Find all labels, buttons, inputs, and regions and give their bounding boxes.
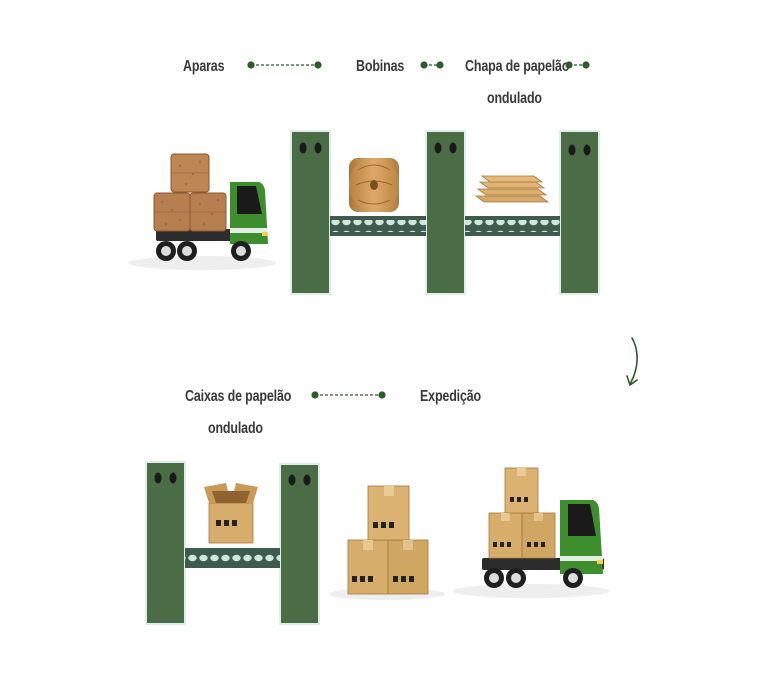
truck-shadow [453,584,609,598]
conveyor-belt [465,216,560,236]
label-bobinas: Bobinas [356,58,405,75]
connector-bobinas-chapa [420,61,444,69]
wheel [156,241,176,261]
machine-pillar [559,130,600,295]
bale-icon [153,153,227,232]
wheel [506,568,526,588]
curved-arrow-icon [626,337,638,387]
cardboard-box-icon [204,483,258,544]
machine-pillar [145,461,186,625]
wheel [231,241,251,261]
wheel [177,241,197,261]
truck-icon [482,500,604,588]
machine-pillar [279,463,320,625]
machine-pillar [290,130,331,295]
wheel [563,568,583,588]
label-chapa-line2: ondulado [487,90,542,107]
machine-pillar [425,130,466,295]
paper-roll-icon [349,158,399,212]
cardboard-box-icon [488,467,556,559]
label-chapa-line1: Chapa de papelão [465,58,570,75]
label-caixas-line1: Caixas de papelão [185,388,292,405]
truck-shadow [128,256,276,270]
conveyor-belt [330,216,426,236]
corrugated-sheet-icon [474,175,550,203]
label-aparas: Aparas [183,58,225,75]
wheel [484,568,504,588]
truck-icon [156,182,268,261]
cardboard-box-icon [347,485,429,595]
connector-aparas-bobinas [247,61,322,69]
connector-caixas-expedicao [311,391,386,399]
connector-chapa-next [565,61,590,69]
conveyor-belt [185,548,280,568]
label-caixas-line2: ondulado [208,420,263,437]
label-expedicao: Expedição [420,388,482,405]
